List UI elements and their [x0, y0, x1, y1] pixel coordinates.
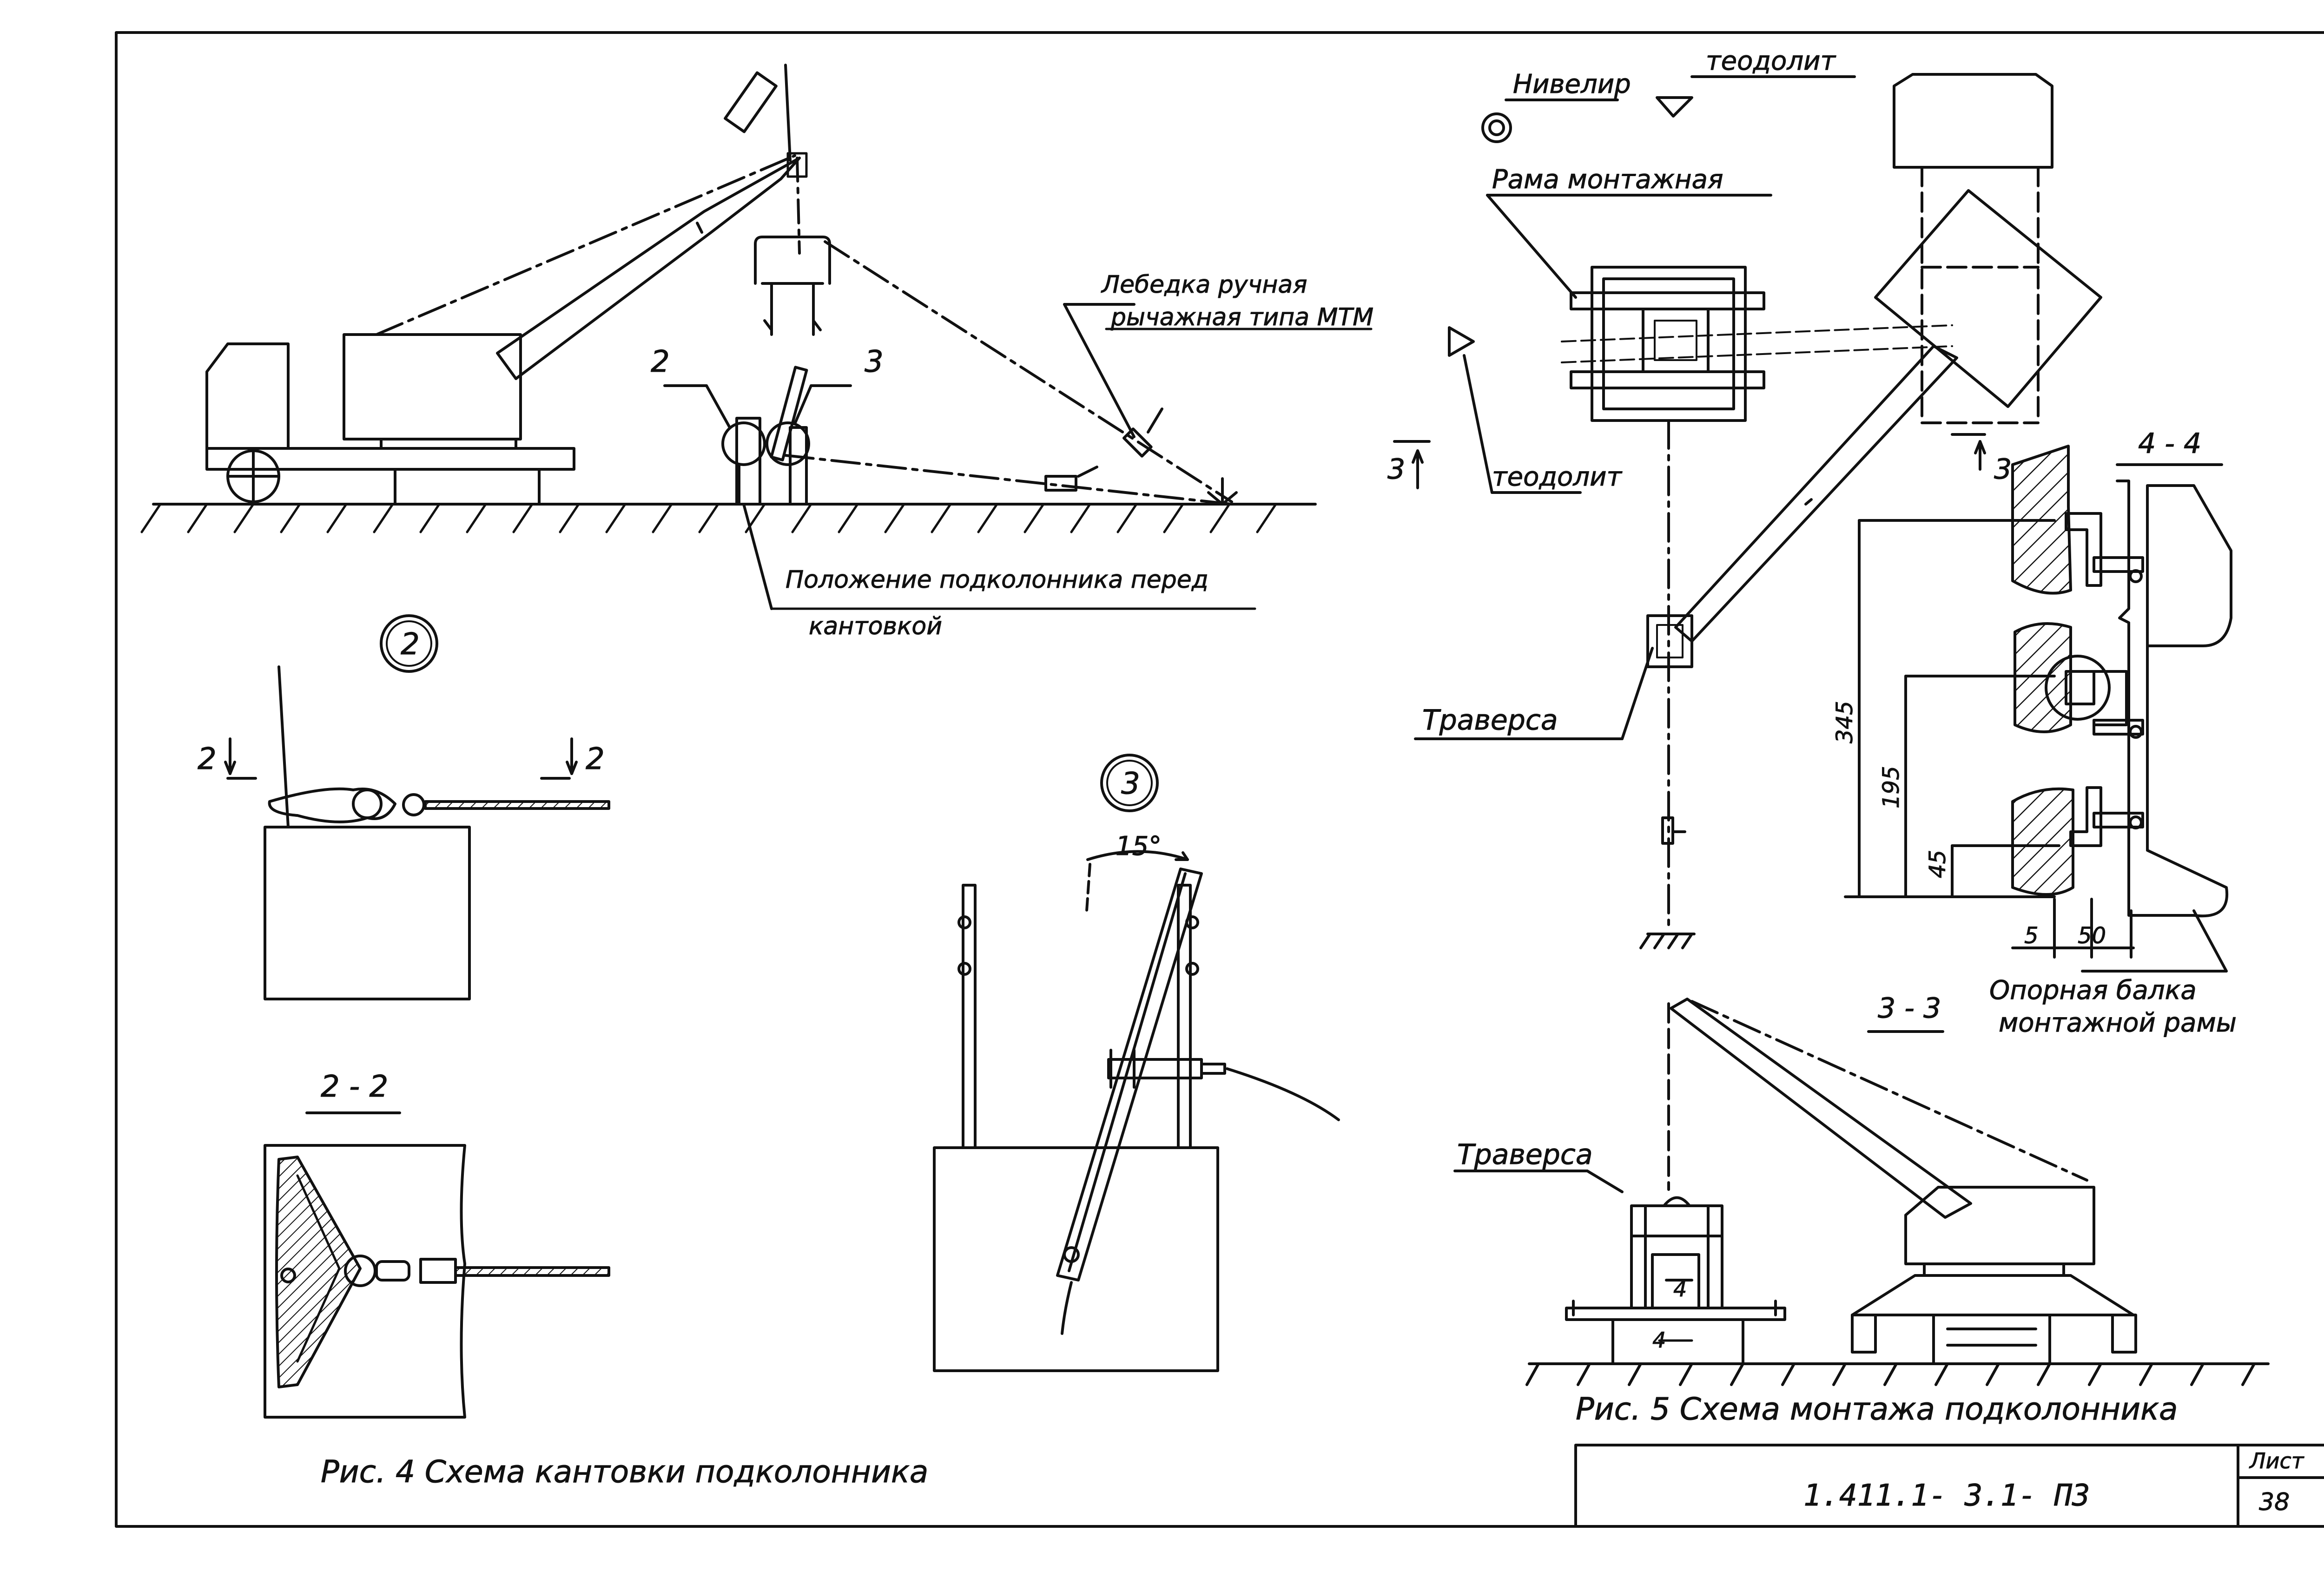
detail-2-marker-text: 2	[401, 627, 420, 662]
detail-3-block	[933, 1146, 1219, 1372]
section-3-left: 3	[1387, 453, 1405, 486]
fig4-caption: Рис. 4 Схема кантовки подколонника	[321, 1454, 928, 1490]
callout-3-circle	[766, 421, 810, 466]
wall-hatch-2	[2014, 622, 2072, 733]
section-2-right: 2	[586, 742, 605, 776]
callout-2-label: 2	[651, 345, 670, 379]
traverse-bottom-label: Траверса	[1457, 1138, 1593, 1171]
traverse-top-label: Траверса	[1422, 704, 1558, 736]
sheet-number: 38	[2259, 1488, 2290, 1516]
dim-45: 45	[1925, 850, 1951, 878]
callout-3-label: 3	[865, 345, 884, 379]
winch-label-line2: рычажная типа МТМ	[1110, 303, 1373, 331]
rotated-section	[1874, 189, 2102, 408]
fig5-plan	[1393, 73, 2102, 949]
doc-code: 1.411.1- 3.1- ПЗ	[1803, 1479, 2090, 1513]
theodolite-left-label: теодолит	[1492, 462, 1623, 492]
fig5-crane-scene	[1453, 998, 2270, 1386]
section-3-right: 3	[1994, 453, 2012, 486]
fig5-crane-boom	[1670, 998, 1972, 1219]
crane-platform	[394, 468, 541, 506]
column-head	[1893, 73, 2053, 169]
crane-boom	[496, 157, 801, 380]
fig4-crane-scheme	[140, 64, 1317, 610]
dim-345: 345	[1832, 701, 1858, 743]
sheet-frame	[115, 31, 2324, 1528]
detail-2-rope	[424, 800, 610, 810]
detail-3	[933, 754, 1340, 1372]
level-symbol	[1481, 112, 1512, 143]
theodolite-symbol-left	[1448, 326, 1475, 357]
section-2-2-rope	[454, 1266, 610, 1277]
fig5-crane-cabin	[1904, 1186, 2095, 1265]
base-slab	[1565, 1307, 1786, 1321]
angle-15-label: 15°	[1116, 831, 1162, 861]
clamp-shape	[275, 1156, 362, 1388]
fig5-caption: Рис. 5 Схема монтажа подколонника	[1576, 1391, 2178, 1427]
crane-cabin	[343, 333, 522, 440]
detail-2-block	[264, 826, 471, 1000]
detail-3-marker-text: 3	[1121, 767, 1140, 801]
beam-label-line1: Опорная балка	[1989, 975, 2197, 1006]
dim-5: 5	[2024, 923, 2039, 949]
section-2-2-title: 2 - 2	[321, 1070, 388, 1104]
beam-label-line2: монтажной рамы	[1999, 1008, 2237, 1038]
title-block	[1574, 1444, 2324, 1528]
position-note-line1: Положение подколонника перед	[786, 566, 1208, 594]
detail-3-marker	[1100, 754, 1159, 812]
winch-label-line1: Лебедка ручная	[1101, 271, 1307, 299]
section-2-left: 2	[198, 742, 217, 776]
callout-2-circle	[721, 421, 766, 466]
hanging-block	[754, 236, 831, 285]
wall-hatch-3	[2011, 787, 2074, 896]
theodolite-top-label: теодолит	[1706, 46, 1836, 76]
section-4-4	[1844, 445, 2232, 973]
truck-cab	[205, 342, 290, 450]
fig5-boom	[1674, 345, 1958, 643]
frame-label: Рама монтажная	[1492, 164, 1723, 195]
section-2-2	[264, 1144, 610, 1419]
sheet-label: Лист	[2249, 1448, 2304, 1473]
dim-4-top: 4	[1673, 1276, 1687, 1301]
dim-50: 50	[2078, 923, 2106, 949]
level-label: Нивелир	[1513, 69, 1631, 99]
theodolite-symbol-top	[1656, 96, 1693, 118]
section-3-3-title: 3 - 3	[1878, 992, 1941, 1025]
tilted-column	[1056, 868, 1203, 1282]
section-4-4-title: 4 - 4	[2138, 427, 2201, 460]
ground-hatch	[140, 503, 1277, 533]
position-note-line2: кантовкой	[809, 612, 942, 640]
mounting-frame	[1591, 266, 1747, 422]
detail-2-marker	[380, 614, 438, 673]
detail-2	[224, 614, 610, 1000]
dim-195: 195	[1878, 766, 1904, 809]
